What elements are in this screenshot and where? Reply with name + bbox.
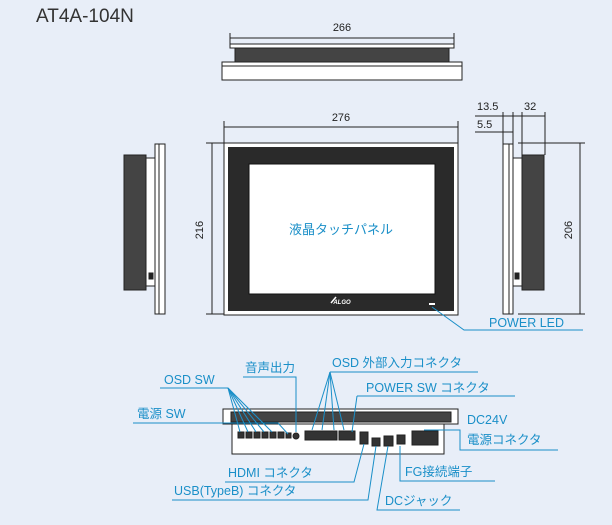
dim-front-height: 216 — [194, 221, 206, 239]
logo: ALGO — [332, 300, 351, 306]
power-led-indicator — [429, 303, 435, 305]
label-power-sw-connector: POWER SW コネクタ — [366, 381, 490, 395]
front-panel — [223, 142, 459, 316]
power-led-callout-line — [431, 306, 583, 331]
dim-side-32: 32 — [524, 101, 536, 113]
model-title: AT4A-104N — [36, 6, 134, 27]
label-fg-terminal: FG接続端子 — [405, 464, 472, 479]
label-dc-jack: DCジャック — [385, 494, 452, 508]
dim-side-13-5: 13.5 — [477, 101, 498, 113]
screen-label: 液晶タッチパネル — [289, 222, 393, 237]
left-side-view — [123, 143, 166, 315]
dim-side-5-5: 5.5 — [477, 119, 492, 131]
right-side-dimension-lines — [475, 112, 585, 315]
dim-side-height: 206 — [563, 221, 575, 239]
dim-top-width: 266 — [333, 22, 351, 34]
label-usb: USB(TypeB) コネクタ — [174, 484, 296, 498]
right-side-view — [502, 143, 545, 315]
label-dc24v-line2: 電源コネクタ — [467, 433, 542, 447]
label-power-sw: 電源 SW — [137, 407, 186, 421]
label-dc24v-line1: DC24V — [467, 413, 508, 427]
label-power-led: POWER LED — [489, 316, 564, 330]
bottom-callout-lines — [133, 371, 558, 511]
top-view — [221, 33, 463, 81]
label-hdmi: HDMI コネクタ — [228, 466, 313, 480]
dim-front-width: 276 — [332, 112, 350, 124]
label-osd-ext-input: OSD 外部入力コネクタ — [332, 355, 462, 370]
label-osd-sw: OSD SW — [164, 373, 215, 387]
label-audio-out: 音声出力 — [245, 360, 295, 375]
front-view-dimension-lines — [206, 121, 459, 315]
